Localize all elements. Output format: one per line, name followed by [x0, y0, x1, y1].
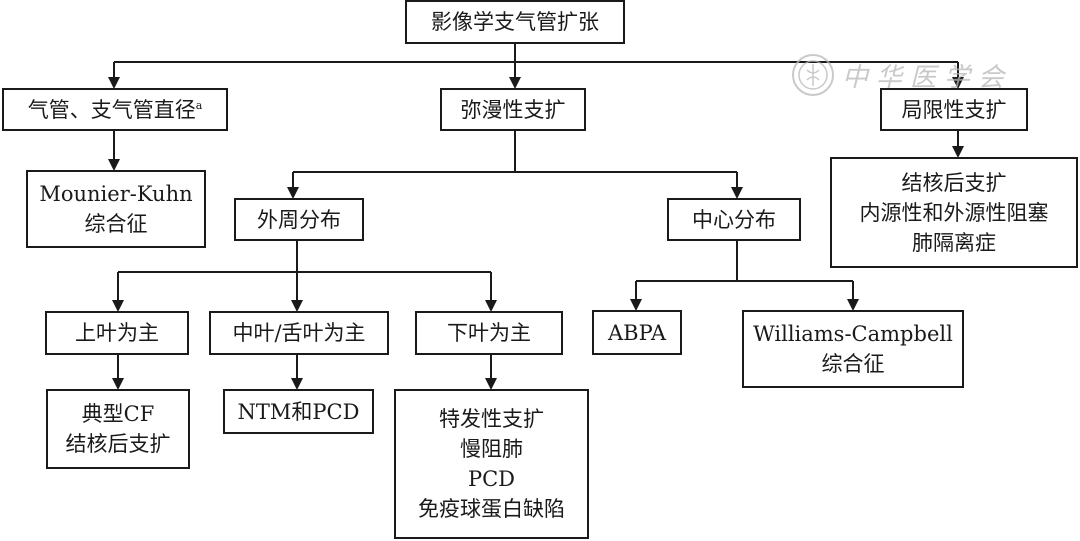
localized-label: 局限性支扩: [901, 97, 1007, 122]
lower-lobe-causes-node: 特发性支扩 慢阻肺 PCD 免疫球蛋白缺陷: [394, 389, 589, 539]
localized-causes-node: 结核后支扩 内源性和外源性阻塞 肺隔离症: [830, 157, 1078, 268]
williams-campbell-node: Williams-Campbell 综合征: [742, 310, 964, 388]
williams-line-2: 综合征: [821, 352, 885, 376]
localized-cause-2: 内源性和外源性阻塞: [859, 200, 1049, 225]
central-node: 中心分布: [667, 198, 801, 241]
mounier-kuhn-node: Mounier-Kuhn 综合征: [26, 170, 206, 248]
footnote-marker: a: [195, 98, 203, 112]
localized-cause-3: 肺隔离症: [912, 230, 996, 255]
lower-lobe-node: 下叶为主: [415, 311, 563, 355]
upper-cause-2: 结核后支扩: [65, 432, 171, 456]
williams-line-1: Williams-Campbell: [753, 322, 953, 346]
abpa-label: ABPA: [608, 320, 666, 345]
lower-cause-3: PCD: [467, 467, 516, 491]
middle-lobe-causes-node: NTM和PCD: [223, 389, 374, 434]
lower-cause-4: 免疫球蛋白缺陷: [418, 497, 565, 521]
diffuse-node: 弥漫性支扩: [440, 88, 586, 131]
upper-lobe-label: 上叶为主: [75, 321, 159, 345]
peripheral-label: 外周分布: [257, 207, 341, 232]
localized-cause-1: 结核后支扩: [901, 170, 1007, 195]
lower-cause-1: 特发性支扩: [439, 407, 544, 431]
upper-cause-1: 典型CF: [81, 402, 155, 426]
watermark: 中华医学会: [790, 52, 1012, 98]
localized-node: 局限性支扩: [880, 88, 1028, 131]
upper-lobe-node: 上叶为主: [45, 311, 189, 355]
upper-lobe-causes-node: 典型CF 结核后支扩: [46, 389, 190, 469]
abpa-node: ABPA: [592, 310, 682, 355]
mounier-line-2: 综合征: [84, 212, 148, 236]
root-node-label: 影像学支气管扩张: [431, 10, 599, 34]
watermark-text: 中华医学会: [842, 62, 1013, 93]
root-node: 影像学支气管扩张: [405, 0, 625, 44]
diffuse-label: 弥漫性支扩: [460, 97, 566, 122]
middle-lobe-node: 中叶/舌叶为主: [209, 311, 389, 355]
lower-cause-2: 慢阻肺: [460, 437, 523, 461]
lower-lobe-label: 下叶为主: [447, 321, 531, 345]
trachea-diameter-node: 气管、支气管直径a: [2, 88, 228, 131]
central-label: 中心分布: [692, 207, 776, 232]
society-seal-icon: [792, 54, 834, 96]
trachea-diameter-label: 气管、支气管直径a: [27, 97, 203, 122]
middle-lobe-label: 中叶/舌叶为主: [232, 321, 366, 345]
mounier-line-1: Mounier-Kuhn: [39, 182, 193, 206]
middle-cause-1: NTM和PCD: [237, 399, 360, 424]
peripheral-node: 外周分布: [234, 198, 364, 241]
